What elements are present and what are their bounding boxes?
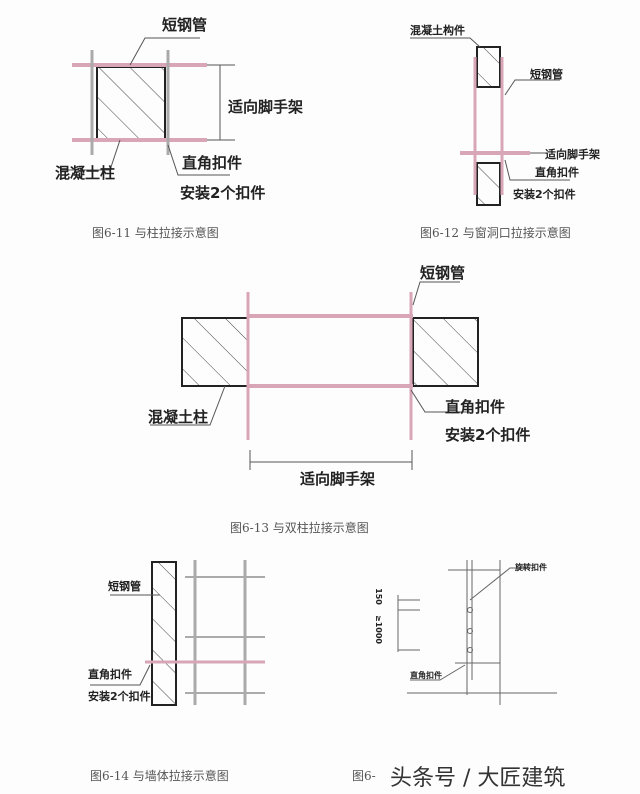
fig15-caption: 图6- <box>352 769 376 783</box>
fig12-install-label: 安装2个扣件 <box>513 188 576 201</box>
watermark: 头条号 / 大匠建筑 <box>390 766 566 791</box>
fig13-caption: 图6-13 与双柱拉接示意图 <box>230 521 369 535</box>
fig15-swivel-label: 旋转扣件 <box>515 563 547 572</box>
fig14-caption: 图6-14 与墙体拉接示意图 <box>90 769 229 783</box>
fig11-drawing <box>60 37 235 176</box>
fig15-drawing <box>397 560 557 705</box>
fig11-column-label: 混凝土柱 <box>55 164 116 182</box>
fig11-coupler-label: 直角扣件 <box>182 154 243 172</box>
fig13-short-pipe-label: 短钢管 <box>420 264 466 282</box>
fig14-short-pipe-label: 短钢管 <box>108 580 141 593</box>
fig13-drawing <box>150 281 479 470</box>
fig11-caption: 图6-11 与柱拉接示意图 <box>92 226 219 240</box>
fig15-dim-150: 150 <box>373 588 383 605</box>
fig14-drawing <box>90 560 265 706</box>
fig12-drawing <box>410 37 570 206</box>
fig15-dim-1000: ≥1000 <box>373 615 383 644</box>
fig13-coupler-label: 直角扣件 <box>445 398 506 416</box>
fig11-short-pipe-label: 短钢管 <box>162 16 208 34</box>
fig12-member-label: 混凝土构件 <box>410 24 465 37</box>
fig12-scaffold-label: 适向脚手架 <box>545 148 600 161</box>
fig13-scaffold-label: 适向脚手架 <box>300 470 376 488</box>
fig12-short-pipe-label: 短钢管 <box>530 68 563 81</box>
fig12-coupler-label: 直角扣件 <box>535 166 579 179</box>
fig14-coupler-label: 直角扣件 <box>88 668 132 681</box>
fig13-column-label: 混凝土柱 <box>148 408 209 426</box>
fig12-caption: 图6-12 与窗洞口拉接示意图 <box>420 226 571 240</box>
fig11-scaffold-label: 适向脚手架 <box>228 98 304 116</box>
fig14-install-label: 安装2个扣件 <box>88 690 151 703</box>
fig15-coupler-label: 直角扣件 <box>410 671 442 680</box>
fig13-install-label: 安装2个扣件 <box>445 426 531 444</box>
fig11-install-label: 安装2个扣件 <box>180 184 266 202</box>
